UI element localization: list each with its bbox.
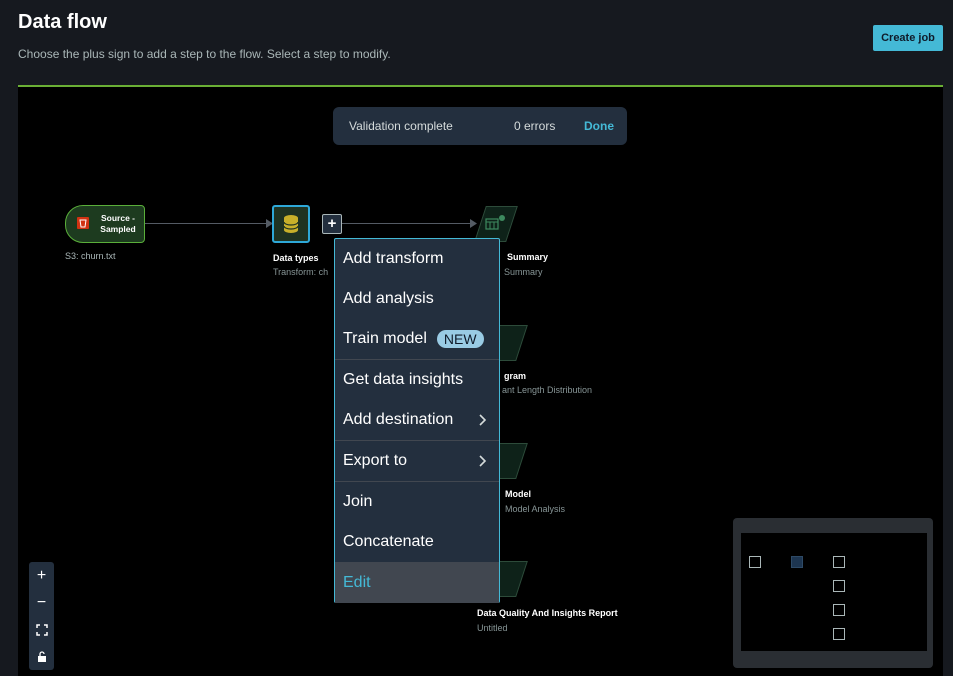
menu-item-label: Concatenate <box>343 533 434 550</box>
validation-text: Validation complete <box>349 119 453 133</box>
source-node[interactable]: Source - Sampled <box>65 205 145 243</box>
menu-item-export-to[interactable]: Export to <box>335 441 499 481</box>
create-job-button[interactable]: Create job <box>873 25 943 51</box>
data-types-node[interactable] <box>272 205 310 243</box>
data-types-sub: Transform: ch <box>273 267 329 277</box>
status-dot-icon <box>499 215 505 221</box>
data-types-label: Data types <box>273 253 319 263</box>
chevron-right-icon <box>479 414 487 426</box>
page-title: Data flow <box>18 11 107 33</box>
edge-arrow <box>470 219 477 228</box>
model-label: Model <box>505 489 531 499</box>
minimap[interactable] <box>733 518 933 668</box>
zoom-out-button[interactable]: − <box>36 593 47 611</box>
zoom-controls: + − <box>29 562 54 670</box>
zoom-in-button[interactable]: + <box>36 566 47 584</box>
menu-item-label: Join <box>343 493 373 510</box>
menu-item-label: Train model <box>343 330 427 347</box>
s3-bucket-icon <box>77 217 89 229</box>
minimap-node <box>749 556 761 568</box>
lock-icon <box>37 650 46 662</box>
menu-item-edit[interactable]: Edit <box>335 563 499 603</box>
report-label: Data Quality And Insights Report <box>477 608 618 618</box>
menu-divider <box>335 440 499 441</box>
menu-item-label: Get data insights <box>343 371 464 388</box>
menu-divider <box>335 562 499 563</box>
validation-done-link[interactable]: Done <box>584 119 614 133</box>
model-sub: Model Analysis <box>505 504 566 514</box>
menu-item-label: Add analysis <box>343 290 434 307</box>
menu-item-add-destination[interactable]: Add destination <box>335 400 499 440</box>
menu-item-concatenate[interactable]: Concatenate <box>335 522 499 562</box>
menu-item-label: Edit <box>343 574 371 591</box>
menu-item-join[interactable]: Join <box>335 482 499 522</box>
new-badge: NEW <box>436 330 484 348</box>
minimap-node <box>791 556 803 568</box>
minimap-node <box>833 556 845 568</box>
source-node-label: Source - Sampled <box>100 213 136 234</box>
source-node-sub: S3: churn.txt <box>65 251 116 261</box>
menu-item-label: Export to <box>343 452 408 469</box>
table-icon <box>485 218 499 230</box>
fit-view-button[interactable] <box>29 616 54 643</box>
page-subtitle: Choose the plus sign to add a step to th… <box>18 47 391 61</box>
menu-item-label: Add transform <box>343 250 444 267</box>
chevron-right-icon <box>479 455 487 467</box>
menu-item-train-model[interactable]: Train model NEW <box>335 319 499 359</box>
menu-item-get-data-insights[interactable]: Get data insights <box>335 360 499 400</box>
edge-arrow <box>266 219 273 228</box>
menu-divider <box>335 481 499 482</box>
minimap-node <box>833 580 845 592</box>
edge-datatypes-summary <box>340 223 476 224</box>
menu-item-add-analysis[interactable]: Add analysis <box>335 279 499 319</box>
lock-button[interactable] <box>29 643 54 670</box>
menu-divider <box>335 359 499 360</box>
histogram-sub: ant Length Distribution <box>502 385 593 395</box>
menu-item-add-transform[interactable]: Add transform <box>335 239 499 279</box>
database-icon <box>283 215 299 233</box>
histogram-label: gram <box>504 371 527 381</box>
menu-item-label: Add destination <box>343 411 454 428</box>
fit-view-icon <box>35 623 48 636</box>
add-step-plus-button[interactable]: + <box>322 214 342 234</box>
minimap-viewport <box>741 533 927 651</box>
summary-sub: Summary <box>504 267 543 277</box>
validation-errors: 0 errors <box>514 119 556 133</box>
add-step-menu: Add transform Add analysis Train model N… <box>334 238 500 603</box>
minimap-node <box>833 628 845 640</box>
summary-label: Summary <box>507 252 549 262</box>
report-sub: Untitled <box>477 623 508 633</box>
minimap-node <box>833 604 845 616</box>
edge-source-datatypes <box>145 223 272 224</box>
validation-banner: Validation complete 0 errors Done <box>333 107 627 145</box>
